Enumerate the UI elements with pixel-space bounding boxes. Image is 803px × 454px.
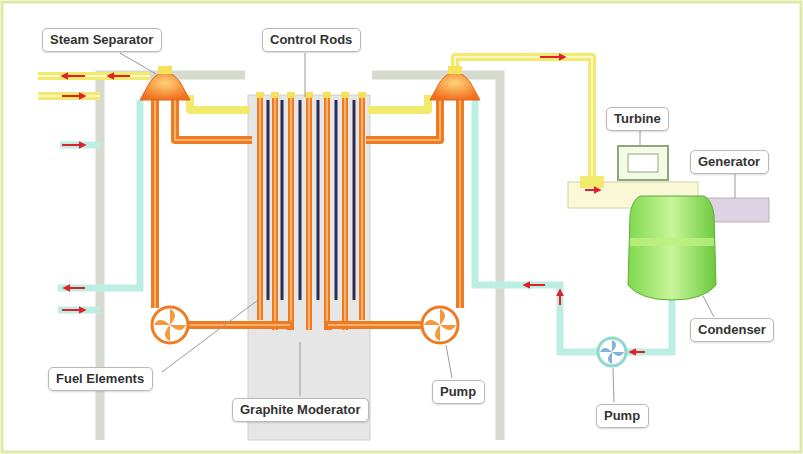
callout-box: Pump (432, 380, 485, 404)
callout-label: Condenser (698, 322, 766, 338)
turbine-set (568, 146, 769, 300)
callout-box: Fuel Elements (48, 367, 153, 391)
callout-box: Pump (596, 404, 649, 428)
callout-label: Fuel Elements (56, 371, 145, 387)
pump-symbol (152, 307, 626, 366)
callout-label: Turbine (614, 111, 661, 127)
callout-box: Graphite Moderator (232, 398, 369, 422)
graphite-core (248, 95, 370, 440)
callout-label: Pump (604, 408, 641, 424)
callout-box: Condenser (690, 318, 774, 342)
callout-box: Steam Separator (42, 28, 162, 52)
fuel-channel (256, 92, 366, 330)
building-wall (100, 75, 500, 440)
callout-label: Control Rods (270, 32, 353, 48)
callout-box: Turbine (606, 107, 669, 131)
leader-line (120, 53, 735, 402)
steam-pipe (38, 57, 592, 185)
callout-box: Control Rods (262, 28, 361, 52)
steam-separator (140, 66, 480, 100)
callout-box: Generator (690, 150, 769, 174)
callout-label: Pump (440, 384, 477, 400)
callout-label: Generator (698, 154, 761, 170)
water-pipe (58, 100, 672, 352)
coolant-pipe (155, 100, 460, 330)
callout-label: Steam Separator (50, 32, 154, 48)
flow-arrow (62, 57, 645, 352)
callout-label: Graphite Moderator (240, 402, 361, 418)
